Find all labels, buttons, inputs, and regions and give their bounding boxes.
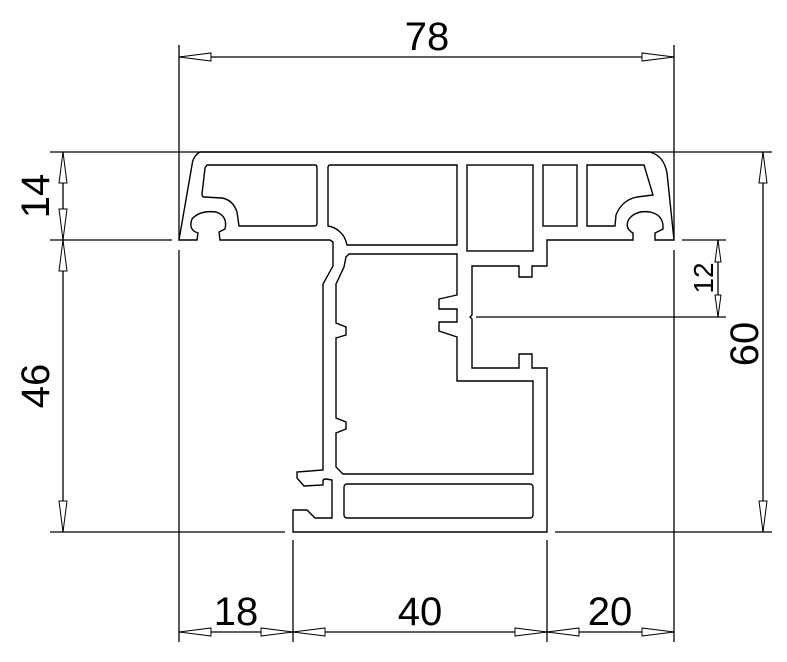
dimension-inner-offset: 12 bbox=[688, 239, 722, 318]
dim-label-60: 60 bbox=[723, 322, 767, 367]
dim-label-12: 12 bbox=[688, 262, 719, 293]
dimension-bottom-widths: 18 40 20 bbox=[178, 590, 675, 637]
dim-label-18: 18 bbox=[214, 590, 259, 634]
dim-label-46: 46 bbox=[14, 364, 58, 409]
dimension-overall-width: 78 bbox=[178, 15, 675, 62]
dimension-top-height: 14 46 bbox=[14, 151, 68, 533]
dim-label-40: 40 bbox=[398, 590, 443, 634]
extension-lines bbox=[50, 45, 772, 642]
dim-label-20: 20 bbox=[588, 590, 633, 634]
dimension-overall-height: 60 bbox=[723, 151, 768, 533]
dim-label-14: 14 bbox=[14, 174, 58, 219]
profile-outline bbox=[178, 151, 675, 533]
dim-label-78: 78 bbox=[405, 15, 450, 59]
